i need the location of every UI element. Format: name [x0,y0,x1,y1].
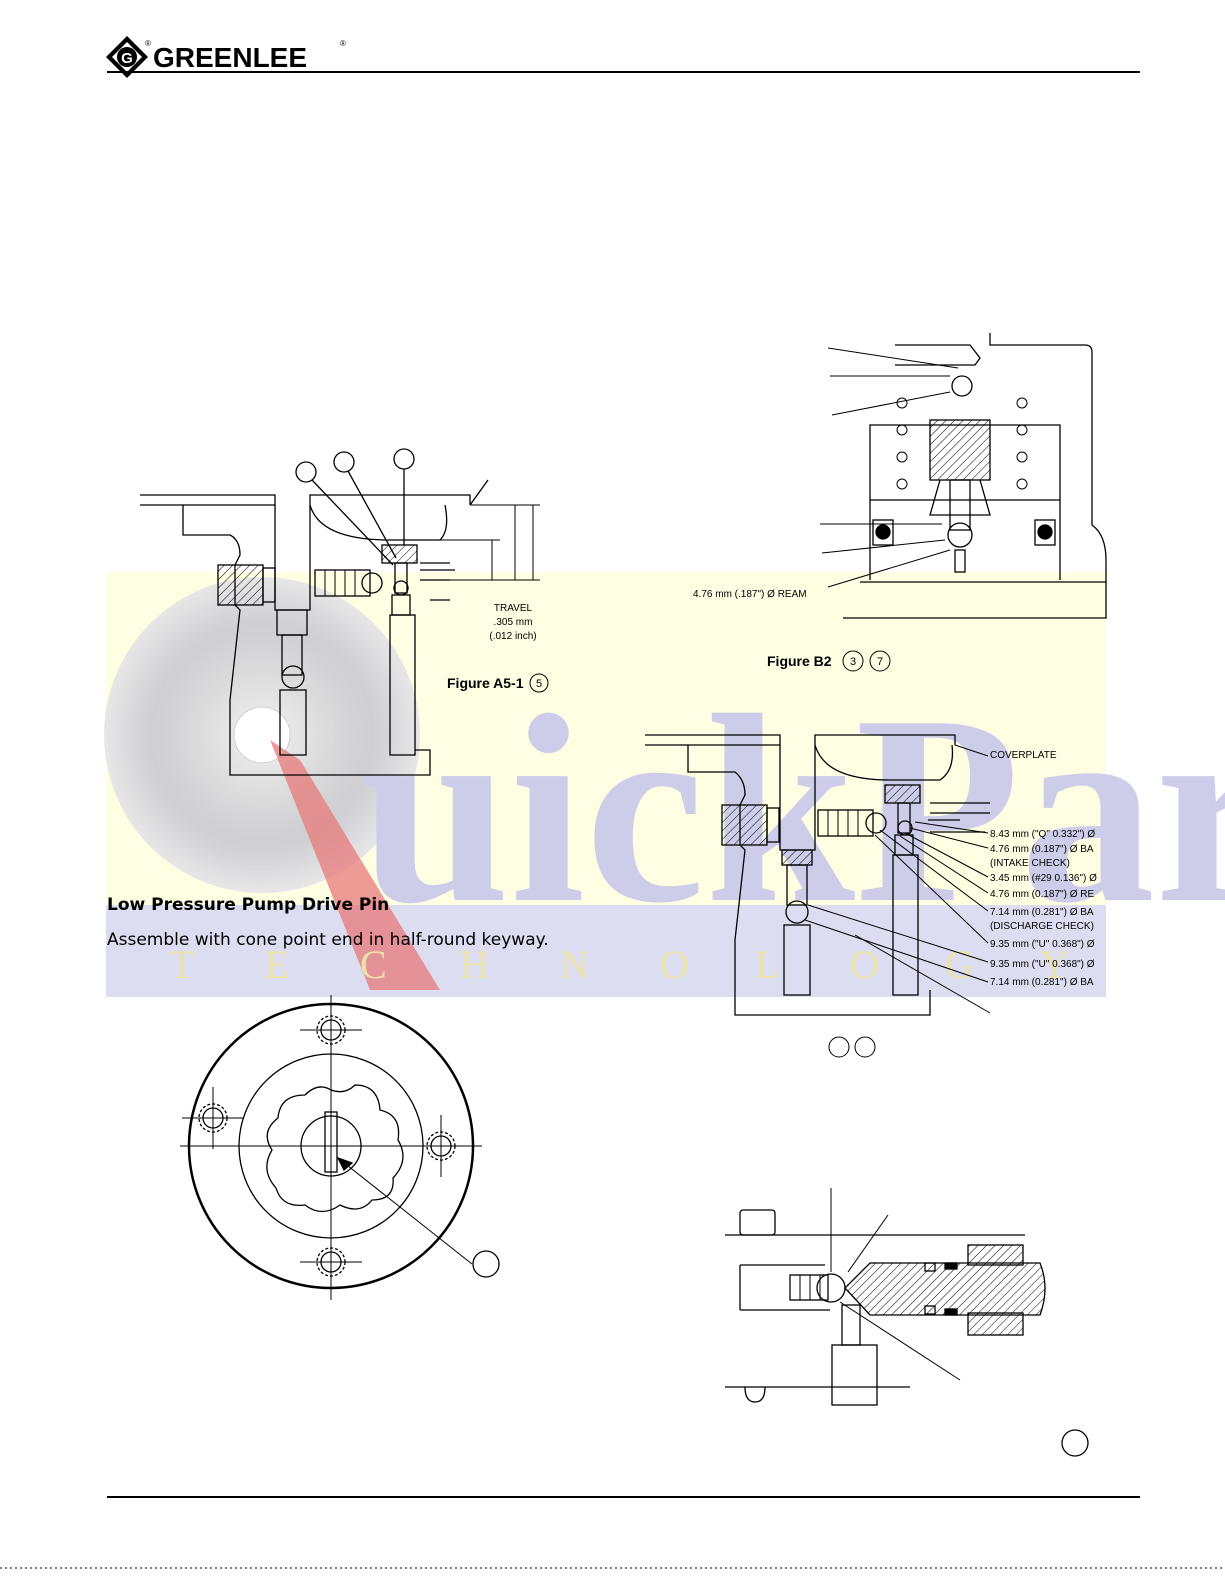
registered-mark-right: ® [340,39,346,48]
svg-text:8.43 mm ("Q" 0.332") Ø: 8.43 mm ("Q" 0.332") Ø [990,829,1095,840]
svg-text:5: 5 [536,678,542,690]
quickparts-watermark: uickParts T E C H N O L O G Y [104,572,1225,997]
section-heading: Low Pressure Pump Drive Pin [107,895,390,915]
svg-text:7.14 mm (0.281") Ø BA: 7.14 mm (0.281") Ø BA [990,977,1094,988]
svg-text:O: O [850,942,879,987]
svg-text:(.012 inch): (.012 inch) [489,631,536,642]
svg-text:G: G [945,942,974,987]
drive-pin-diagram [180,995,500,1300]
svg-text:L: L [755,942,779,987]
svg-text:O: O [660,942,689,987]
svg-text:7: 7 [877,656,883,668]
svg-text:Figure B2: Figure B2 [767,653,832,669]
figure-b2-caption: Figure B2 3 7 [767,650,891,672]
svg-text:TRAVEL: TRAVEL [494,603,533,614]
svg-text:7.14 mm (0.281") Ø BA: 7.14 mm (0.281") Ø BA [990,907,1094,918]
svg-text:H: H [460,942,489,987]
svg-text:N: N [560,942,589,987]
svg-text:T: T [170,942,194,987]
figure-b3-labels: COVERPLATE 8.43 mm ("Q" 0.332") Ø 4.76 m… [990,750,1097,988]
figure-b3-callouts [828,1036,876,1058]
greenlee-logo: G GREENLEE ® ® [106,36,346,78]
svg-text:G: G [121,50,133,67]
figure-a5-1-caption: Figure A5-1 5 [447,673,549,693]
watermark-word: uickParts [360,660,1225,959]
svg-text:4.76 mm (0.187") Ø BA: 4.76 mm (0.187") Ø BA [990,844,1094,855]
travel-label: TRAVEL .305 mm (.012 inch) [489,603,536,642]
svg-text:(DISCHARGE CHECK): (DISCHARGE CHECK) [990,921,1094,932]
coverplate-label: COVERPLATE [990,750,1057,761]
svg-text:C: C [360,942,387,987]
figure-b2-drawing [820,333,1107,619]
brand-name: GREENLEE [153,42,307,73]
svg-text:Y: Y [1040,942,1069,987]
svg-text:3: 3 [850,656,856,668]
registered-mark-left: ® [145,39,151,48]
figure-a5-1-drawing [140,448,540,776]
svg-text:4.76 mm (0.187") Ø RE: 4.76 mm (0.187") Ø RE [990,889,1094,900]
svg-text:Figure A5-1: Figure A5-1 [447,675,524,691]
ream-label: 4.76 mm (.187") Ø REAM [693,589,807,600]
section-body-text: Assemble with cone point end in half-rou… [107,930,549,950]
svg-text:3.45 mm (#29 0.136") Ø: 3.45 mm (#29 0.136") Ø [990,873,1097,884]
svg-text:.305 mm: .305 mm [494,617,533,628]
pump-piston-diagram [725,1188,1089,1457]
figure-b3-drawing [645,734,991,1016]
svg-text:E: E [265,942,289,987]
svg-text:(INTAKE CHECK): (INTAKE CHECK) [990,858,1070,869]
svg-text:9.35 mm ("U" 0.368") Ø: 9.35 mm ("U" 0.368") Ø [990,939,1095,950]
svg-text:9.35 mm ("U" 0.368") Ø: 9.35 mm ("U" 0.368") Ø [990,959,1095,970]
